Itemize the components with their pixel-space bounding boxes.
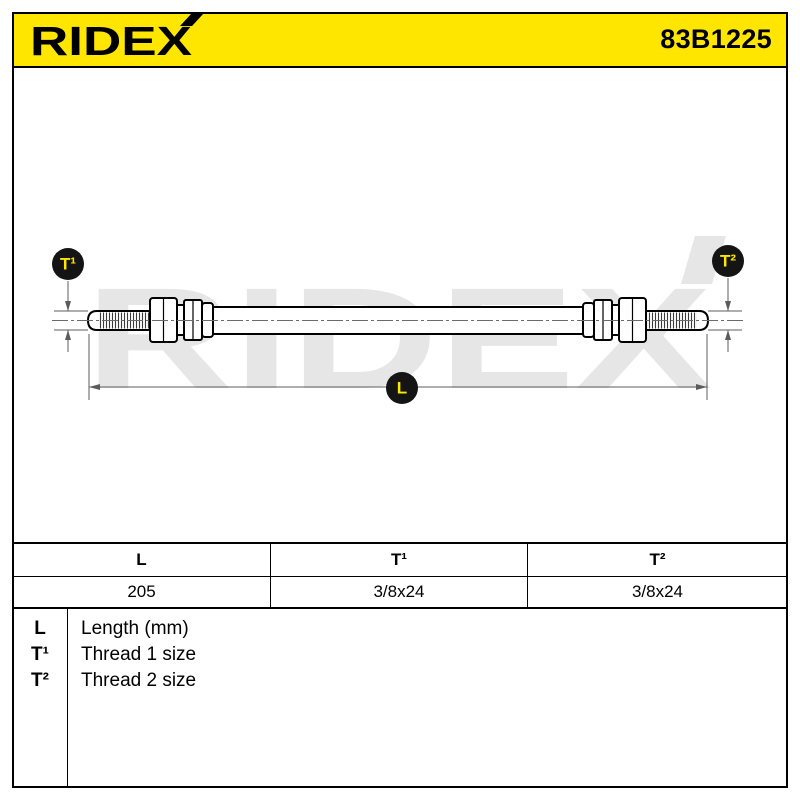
spec-value-thread-2: 3/8x24 — [631, 582, 684, 601]
left-fitting-neck — [176, 304, 185, 336]
right-fitting — [582, 297, 710, 343]
ridex-logo: RIDEX — [30, 13, 204, 64]
legend: L T¹ T² Length (mm) Thread 1 size Thread… — [13, 609, 787, 787]
left-thread-hatching — [99, 312, 150, 329]
watermark-x-stroke — [681, 236, 726, 284]
hose-drawing: RIDEX — [52, 236, 745, 419]
thread-1-dimension — [54, 281, 88, 352]
badge-thread-2: T² — [712, 245, 744, 277]
header-bar: RIDEX 83B1225 — [13, 13, 787, 68]
spec-table: L T¹ T² 205 3/8x24 3/8x24 — [13, 542, 787, 609]
legend-description: Thread 1 size — [81, 644, 197, 665]
spec-header-length: L — [13, 544, 271, 577]
spec-value-thread-1: 3/8x24 — [271, 577, 528, 607]
logo-text: RIDEX — [30, 18, 192, 64]
left-ferrule — [201, 302, 214, 338]
right-fitting-neck — [611, 304, 620, 336]
brake-hose — [52, 297, 745, 343]
spec-header-thread-1: T¹ — [271, 544, 528, 577]
spec-header-thread-2: T² — [528, 544, 787, 577]
thread-2-arrow-up — [725, 330, 731, 340]
length-arrow-right — [696, 384, 707, 390]
legend-description: Length (mm) — [81, 618, 189, 639]
thread-2-arrow-down — [725, 301, 731, 311]
length-arrow-left — [89, 384, 100, 390]
thread-1-arrow-up — [65, 330, 71, 340]
badge-length: L — [386, 372, 418, 404]
badge-thread-2-circle — [712, 245, 744, 277]
badge-thread-2-label: T² — [720, 252, 736, 271]
legend-description: Thread 2 size — [81, 670, 197, 691]
legend-symbol: T¹ — [31, 644, 49, 665]
badge-thread-1-circle — [52, 248, 84, 280]
badge-length-label: L — [397, 379, 407, 398]
right-ferrule — [582, 302, 595, 338]
part-number: 83B1225 — [660, 24, 772, 54]
legend-symbol: T² — [31, 670, 49, 691]
thread-1-arrow-down — [65, 301, 71, 311]
spec-value-length: 205 — [13, 577, 271, 607]
thread-2-dimension — [708, 278, 742, 352]
legend-symbol-column: L T¹ T² — [13, 609, 68, 787]
logo-x-stroke — [180, 13, 204, 26]
badge-length-circle — [386, 372, 418, 404]
legend-description-column: Length (mm) Thread 1 size Thread 2 size — [68, 609, 787, 787]
badge-thread-1: T¹ — [52, 248, 84, 280]
badge-thread-1-label: T¹ — [60, 255, 76, 274]
legend-symbol: L — [34, 618, 46, 639]
left-fitting — [86, 297, 214, 343]
